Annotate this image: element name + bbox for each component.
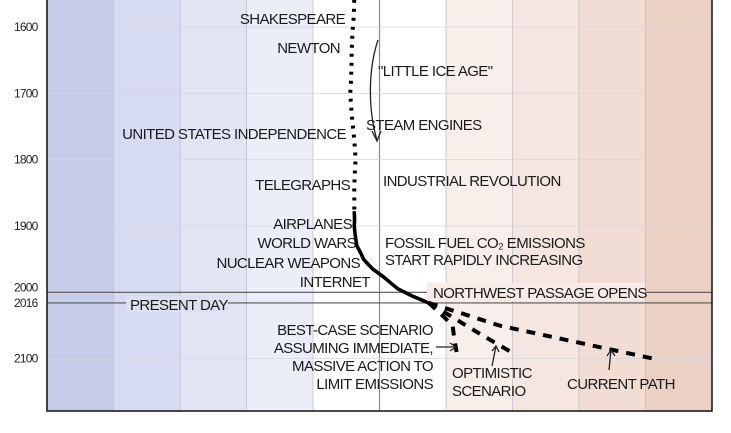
- optimistic-label-line1: OPTIMISTIC: [452, 365, 533, 382]
- y-tick-label: 2016: [14, 296, 39, 310]
- present-day-label: PRESENT DAY: [130, 297, 228, 314]
- newton-label: NEWTON: [277, 40, 340, 57]
- best-case-label-line2: ASSUMING IMMEDIATE,: [274, 340, 433, 357]
- temperature-band: [47, 0, 114, 411]
- temperature-band: [645, 0, 713, 411]
- y-tick-label: 1800: [14, 153, 39, 167]
- little-ice-age-arrow: [369, 39, 379, 141]
- temperature-band: [180, 0, 247, 411]
- temperature-band: [446, 0, 513, 411]
- y-tick-label: 1900: [14, 219, 39, 233]
- little-ice-age-label: "LITTLE ICE AGE": [378, 63, 493, 80]
- scenario-line: [428, 301, 654, 361]
- best-case-label-line4: LIMIT EMISSIONS: [316, 376, 433, 393]
- present-day-label-bg: [126, 296, 228, 312]
- y-tick-label: 1600: [14, 20, 39, 34]
- temperature-band: [313, 0, 380, 411]
- internet-label: INTERNET: [300, 274, 371, 291]
- temperature-band: [113, 0, 181, 411]
- temperature-band: [246, 0, 314, 411]
- fossil-fuel-label-line1: FOSSIL FUEL CO₂ EMISSIONS: [385, 235, 585, 252]
- telegraphs-label: TELEGRAPHS: [255, 177, 350, 194]
- best-case-label-line1: BEST-CASE SCENARIO: [277, 322, 433, 339]
- temperature-line-solid: [352, 210, 431, 305]
- northwest-label-bg: [427, 283, 645, 301]
- current-path-arrow: [606, 348, 616, 371]
- best-case-label-line3: MASSIVE ACTION TO: [292, 358, 433, 375]
- temperature-band: [579, 0, 646, 411]
- y-tick-label: 2000: [14, 280, 39, 294]
- airplanes-label: AIRPLANES: [273, 216, 352, 233]
- industrial-revolution-label: INDUSTRIAL REVOLUTION: [383, 173, 561, 190]
- optimistic-arrow: [491, 344, 500, 367]
- shakespeare-label: SHAKESPEARE: [240, 11, 346, 28]
- little-ice-age-arrowhead: [371, 130, 382, 143]
- nuclear-weapons-label: NUCLEAR WEAPONS: [216, 255, 360, 272]
- best-case-arrow: [436, 342, 458, 352]
- temperature-band: [379, 0, 447, 411]
- temperature-band: [512, 0, 580, 411]
- scenario-line: [427, 301, 459, 353]
- steam-engines-label: STEAM ENGINES: [366, 117, 482, 134]
- optimistic-label-line2: SCENARIO: [452, 383, 526, 400]
- temperature-line-dotted: [348, 0, 358, 213]
- y-tick-label: 1700: [14, 86, 39, 100]
- world-wars-label: WORLD WARS: [258, 235, 357, 252]
- y-tick-label: 2100: [14, 352, 39, 366]
- us-independence-label: UNITED STATES INDEPENDENCE: [122, 126, 346, 143]
- fossil-fuel-label-line2: START RAPIDLY INCREASING: [385, 252, 583, 269]
- current-path-label: CURRENT PATH: [567, 376, 675, 393]
- northwest-passage-label: NORTHWEST PASSAGE OPENS: [433, 285, 647, 302]
- plot-frame: [46, 0, 713, 412]
